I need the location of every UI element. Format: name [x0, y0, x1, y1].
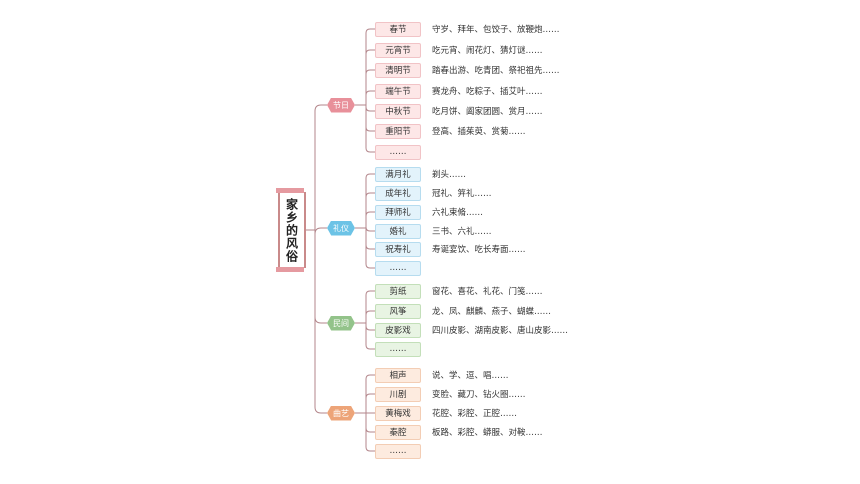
leaf-node-festival-5[interactable]: 重阳节: [375, 123, 421, 139]
leaf-connector-folk-art-0: [365, 290, 375, 323]
leaf-description-etiquette-3: 三书、六礼……: [432, 227, 492, 237]
leaf-description-festival-5: 登高、插茱萸、赏菊……: [432, 127, 526, 137]
leaf-connector-folk-art-1: [365, 310, 375, 323]
leaf-description-opera-2: 花腔、彩腔、正腔……: [432, 409, 518, 419]
leaf-connector-folk-art-2: [365, 323, 375, 331]
leaf-connector-etiquette-0: [365, 173, 375, 228]
leaf-node-opera-0[interactable]: 相声: [375, 367, 421, 383]
leaf-connector-festival-1: [365, 49, 375, 105]
leaf-connector-opera-4: [365, 413, 375, 452]
leaf-connector-festival-3: [365, 90, 375, 105]
category-festival[interactable]: 节日: [327, 97, 355, 113]
leaf-node-etiquette-2[interactable]: 拜师礼: [375, 204, 421, 220]
branch-connector-festival: [314, 104, 327, 230]
leaf-connector-etiquette-5: [365, 228, 375, 269]
leaf-node-etiquette-4[interactable]: 祝寿礼: [375, 241, 421, 257]
root-node: 家乡的风俗: [276, 188, 306, 272]
leaf-connector-festival-5: [365, 105, 375, 132]
leaf-description-folk-art-2: 四川皮影、湖南皮影、唐山皮影……: [432, 326, 569, 336]
leaf-description-opera-1: 变脸、藏刀、钻火圈……: [432, 390, 526, 400]
leaf-description-etiquette-1: 冠礼、笄礼……: [432, 189, 492, 199]
leaf-connector-festival-0: [365, 28, 375, 105]
leaf-description-festival-3: 赛龙舟、吃粽子、插艾叶……: [432, 87, 543, 97]
leaf-description-folk-art-0: 窗花、喜花、礼花、门笺……: [432, 287, 543, 297]
category-opera[interactable]: 曲艺: [327, 405, 355, 421]
leaf-connector-opera-1: [365, 393, 375, 413]
leaf-node-opera-2[interactable]: 黄梅戏: [375, 405, 421, 421]
leaf-description-opera-0: 说、学、逗、唱……: [432, 371, 509, 381]
leaf-node-etiquette-3[interactable]: 婚礼: [375, 223, 421, 239]
leaf-description-opera-3: 板路、彩腔、蟒服、对鞍……: [432, 428, 543, 438]
root-bottom-bar: [276, 267, 304, 272]
root-top-bar: [276, 188, 304, 193]
leaf-node-festival-4[interactable]: 中秋节: [375, 103, 421, 119]
category-etiquette[interactable]: 礼仪: [327, 220, 355, 236]
leaf-connector-etiquette-3: [365, 226, 375, 232]
leaf-node-festival-2[interactable]: 清明节: [375, 62, 421, 78]
branch-connector-etiquette: [314, 227, 327, 235]
leaf-node-folk-art-0[interactable]: 剪纸: [375, 283, 421, 299]
leaf-node-folk-art-1[interactable]: 风筝: [375, 303, 421, 319]
leaf-connector-festival-2: [365, 69, 375, 105]
category-folk-art[interactable]: 民间: [327, 315, 355, 331]
leaf-connector-folk-art-3: [365, 323, 375, 350]
leaf-node-festival-0[interactable]: 春节: [375, 21, 421, 37]
leaf-node-opera-4[interactable]: ……: [375, 443, 421, 459]
leaf-connector-opera-0: [365, 374, 375, 413]
leaf-description-etiquette-4: 寿诞宴饮、吃长寿面……: [432, 245, 526, 255]
leaf-description-etiquette-2: 六礼束脩……: [432, 208, 484, 218]
leaf-node-etiquette-0[interactable]: 满月礼: [375, 166, 421, 182]
branch-connector-folk-art: [314, 230, 327, 324]
root-title: 家乡的风俗: [284, 197, 299, 263]
leaf-node-folk-art-3[interactable]: ……: [375, 341, 421, 357]
leaf-connector-etiquette-1: [365, 192, 375, 228]
leaf-description-festival-2: 踏春出游、吃青团、祭祀祖先……: [432, 66, 560, 76]
leaf-connector-festival-6: [365, 105, 375, 153]
leaf-node-opera-1[interactable]: 川剧: [375, 386, 421, 402]
leaf-node-festival-1[interactable]: 元宵节: [375, 42, 421, 58]
leaf-node-etiquette-1[interactable]: 成年礼: [375, 185, 421, 201]
leaf-connector-etiquette-2: [365, 211, 375, 228]
leaf-node-folk-art-2[interactable]: 皮影戏: [375, 322, 421, 338]
leaf-description-festival-0: 守岁、拜年、包饺子、放鞭炮……: [432, 25, 560, 35]
leaf-node-festival-6[interactable]: ……: [375, 144, 421, 160]
leaf-description-folk-art-1: 龙、凤、麒麟、燕子、蝴蝶……: [432, 307, 552, 317]
leaf-node-opera-3[interactable]: 秦腔: [375, 424, 421, 440]
leaf-description-etiquette-0: 剃头……: [432, 170, 467, 180]
leaf-connector-opera-3: [365, 413, 375, 433]
leaf-connector-festival-4: [365, 105, 375, 112]
branch-connector-opera: [314, 230, 327, 414]
leaf-node-etiquette-5[interactable]: ……: [375, 260, 421, 276]
leaf-description-festival-1: 吃元宵、闹花灯、猜灯谜……: [432, 46, 543, 56]
leaf-description-festival-4: 吃月饼、阖家团圆、赏月……: [432, 107, 543, 117]
leaf-node-festival-3[interactable]: 端午节: [375, 83, 421, 99]
